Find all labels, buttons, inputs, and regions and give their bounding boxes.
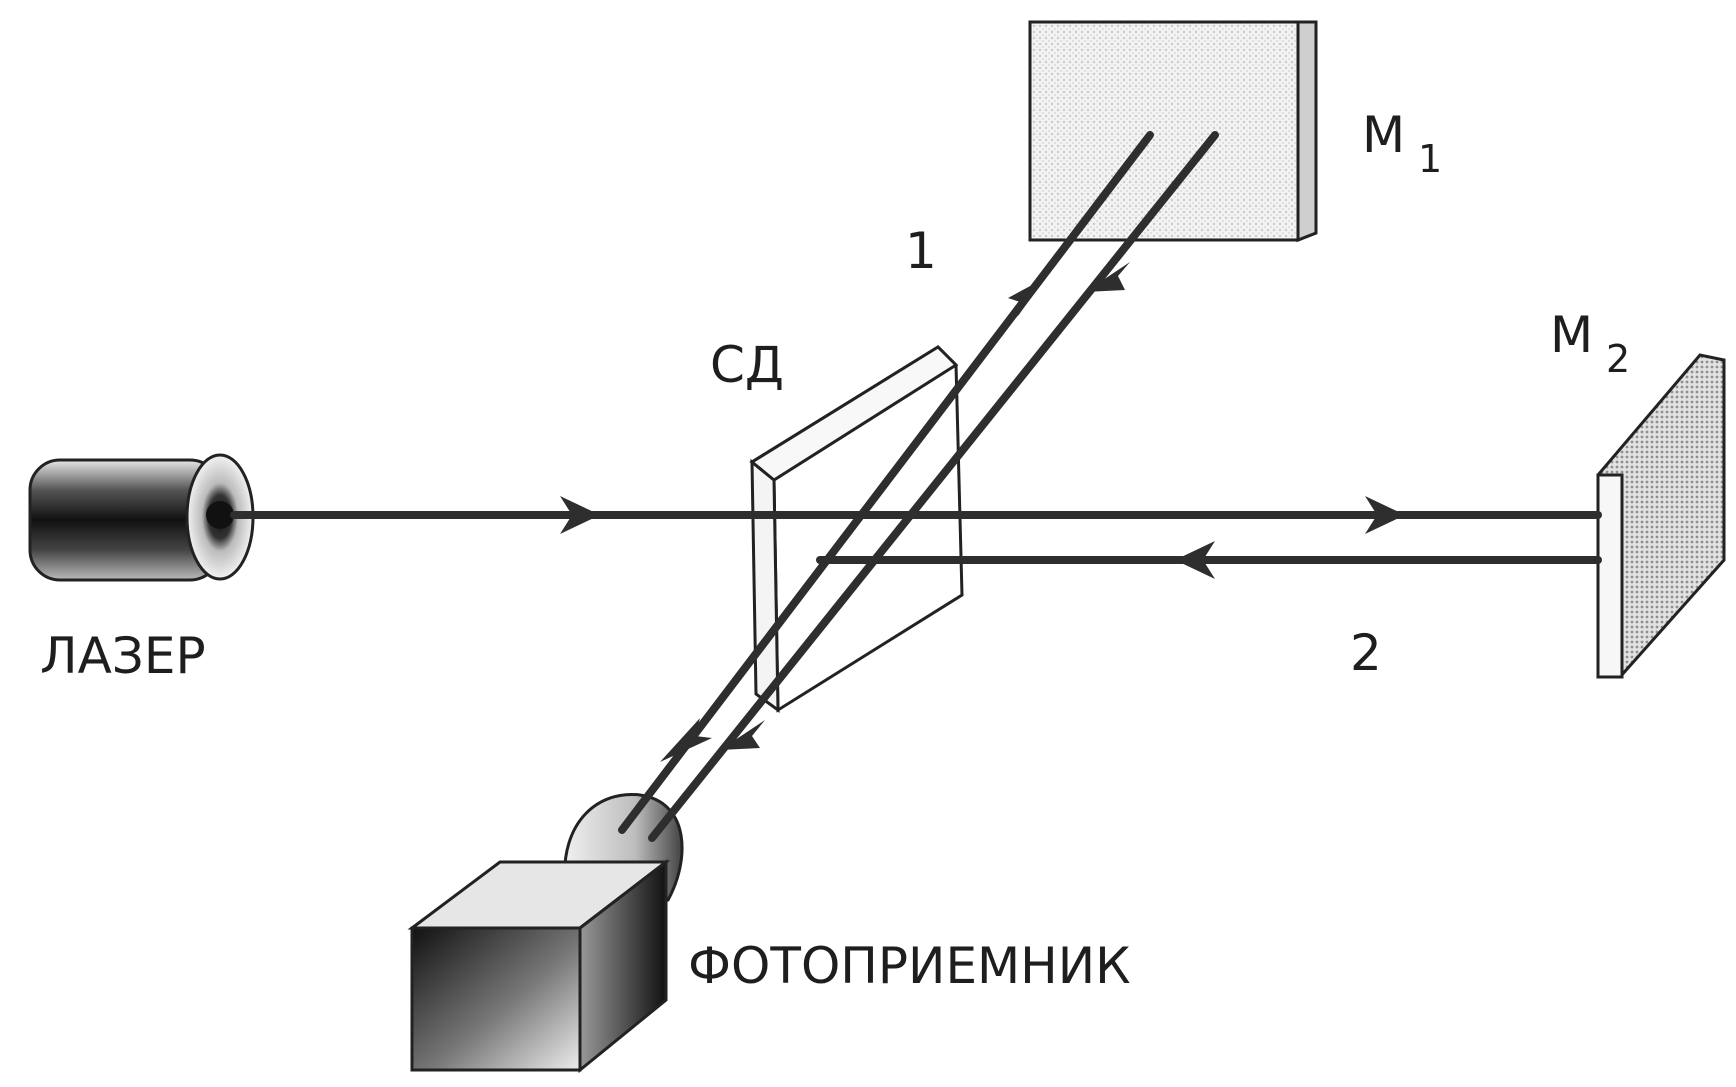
arrow-down-left-icon: [660, 718, 712, 762]
label-beam-splitter: СД: [710, 336, 784, 394]
arrow-down-left-icon: [720, 720, 765, 750]
mirror-m2: [1596, 353, 1726, 679]
label-m2: M: [1550, 306, 1593, 364]
mirror-m1: [1028, 20, 1318, 243]
label-laser: ЛАЗЕР: [40, 627, 206, 685]
beam-arrows: [560, 262, 1405, 762]
label-m1: M: [1362, 106, 1405, 164]
beam-splitter: [749, 345, 964, 713]
label-beam-1: 1: [905, 222, 937, 280]
arrow-right-icon: [560, 496, 600, 534]
arrow-up-right-icon: [1008, 278, 1045, 316]
beam-path-1-return: [648, 131, 1219, 842]
arrow-left-icon: [1175, 541, 1215, 579]
laser-source: [28, 453, 255, 582]
label-photodetector: ФОТОПРИЕМНИК: [688, 937, 1131, 995]
label-m1-subscript: 1: [1418, 137, 1442, 181]
photodetector: [407, 792, 684, 1074]
label-m2-subscript: 2: [1606, 337, 1630, 381]
arrow-right-icon: [1365, 496, 1405, 534]
arrow-down-left-icon: [1085, 262, 1130, 292]
label-beam-2: 2: [1350, 624, 1382, 682]
beam-path-1-outgoing: [618, 131, 1154, 834]
